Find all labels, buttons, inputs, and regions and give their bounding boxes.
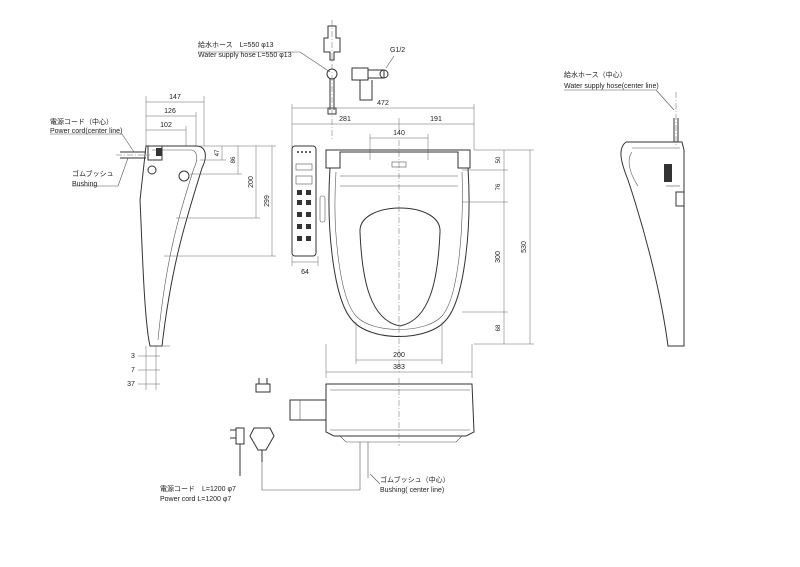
dim-64: 64 bbox=[301, 269, 309, 276]
front-view bbox=[230, 378, 475, 491]
power-cord-center-label-jp: 電源コード（中心） bbox=[50, 117, 113, 126]
dim-299: 299 bbox=[264, 195, 271, 207]
bushing-label-en: Bushing bbox=[72, 181, 97, 188]
bushing-label-jp: ゴムブッシュ bbox=[72, 169, 114, 178]
dim-472: 472 bbox=[377, 100, 389, 107]
dim-47: 47 bbox=[215, 149, 221, 156]
left-side-view bbox=[50, 96, 276, 390]
dim-68: 68 bbox=[496, 324, 502, 331]
power-cord-center-label-en: Power cord(center line) bbox=[50, 128, 122, 135]
bushing-center-label-jp: ゴムブッシュ（中心） bbox=[380, 475, 450, 484]
dim-76: 76 bbox=[496, 183, 502, 190]
dim-140: 140 bbox=[393, 130, 405, 137]
dim-50: 50 bbox=[496, 156, 502, 163]
dim-200-side: 200 bbox=[248, 176, 255, 188]
dim-383: 383 bbox=[393, 364, 405, 371]
water-hose-center-label-en: Water supply hose(center line) bbox=[564, 83, 659, 90]
top-view bbox=[198, 20, 534, 378]
water-supply-fitting bbox=[323, 20, 395, 140]
dim-37: 37 bbox=[127, 381, 135, 388]
fitting-label: G1/2 bbox=[390, 47, 405, 54]
power-cord-label-en: Power cord L=1200 φ7 bbox=[160, 496, 231, 503]
power-plug bbox=[230, 378, 275, 476]
dim-102: 102 bbox=[160, 122, 172, 129]
bushing-center-label-en: Bushing( center line) bbox=[380, 487, 444, 494]
dim-281: 281 bbox=[339, 116, 351, 123]
dim-147: 147 bbox=[169, 94, 181, 101]
remote-control-panel bbox=[291, 145, 326, 257]
right-side-view bbox=[564, 89, 685, 347]
dim-7: 7 bbox=[131, 367, 135, 374]
dim-3: 3 bbox=[131, 353, 135, 360]
dim-86: 86 bbox=[231, 156, 237, 163]
dim-200-bottom: 200 bbox=[393, 352, 405, 359]
dim-300: 300 bbox=[495, 251, 502, 263]
dim-191: 191 bbox=[430, 116, 442, 123]
dim-530: 530 bbox=[521, 241, 528, 253]
water-hose-label-en: Water supply hose L=550 φ13 bbox=[198, 52, 292, 59]
dim-126: 126 bbox=[164, 108, 176, 115]
water-hose-center-label-jp: 給水ホース（中心） bbox=[564, 70, 627, 79]
power-cord-label-jp: 電源コード L=1200 φ7 bbox=[160, 484, 236, 493]
water-hose-label-jp: 給水ホース L=550 φ13 bbox=[198, 40, 274, 49]
